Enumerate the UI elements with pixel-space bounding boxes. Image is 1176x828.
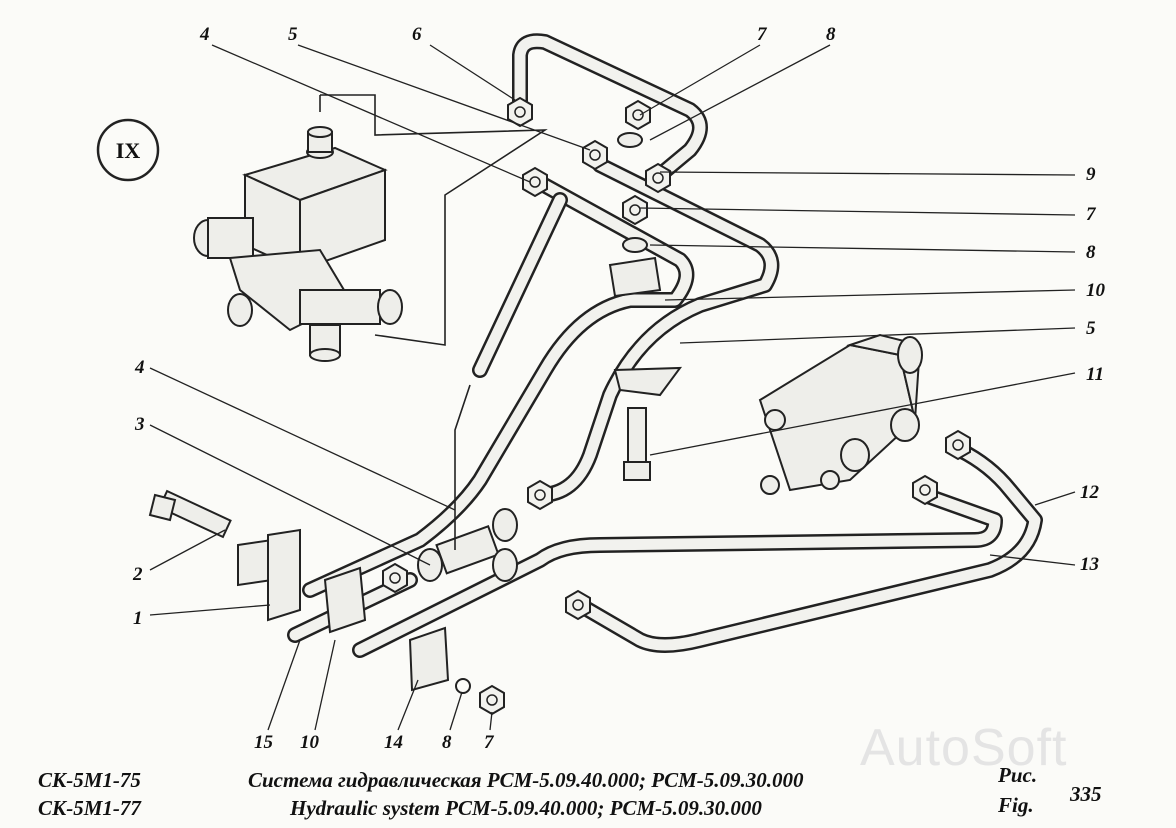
bolt-11	[623, 407, 651, 481]
model-code-1: СК-5М1-75	[38, 768, 141, 792]
bolt-2	[148, 489, 232, 539]
callout-4-top: 4	[199, 24, 210, 45]
callout-5-right: 5	[1086, 318, 1096, 339]
title-russian: Система гидравлическая РСМ-5.09.40.000; …	[248, 768, 804, 792]
callout-7-top: 7	[757, 24, 768, 45]
title-english: Hydraulic system РСМ-5.09.40.000; РСМ-5.…	[290, 796, 762, 820]
hydraulic-unit	[758, 333, 923, 495]
model-code-2: СК-5М1-77	[38, 796, 141, 820]
callout-15: 15	[254, 732, 274, 753]
callout-8-bottom: 8	[442, 732, 452, 753]
plate-1	[237, 528, 301, 622]
callout-2: 2	[132, 564, 143, 585]
figure-number: 335	[1070, 782, 1102, 806]
watermark: AutoSoft	[860, 719, 1068, 777]
clamps	[323, 132, 683, 692]
figure-label-ru: Рис.	[998, 763, 1038, 787]
callout-10-right: 10	[1086, 280, 1106, 301]
callout-7-right: 7	[1086, 204, 1097, 225]
valve-block	[193, 126, 403, 362]
callout-11: 11	[1086, 364, 1104, 385]
callout-13: 13	[1080, 554, 1099, 575]
callout-1: 1	[133, 608, 143, 629]
callout-5-top: 5	[288, 24, 298, 45]
callout-3: 3	[134, 414, 145, 435]
view-marker-label: IX	[116, 138, 141, 163]
callout-14: 14	[384, 732, 403, 753]
callout-7-bottom: 7	[484, 732, 495, 753]
callout-12: 12	[1080, 482, 1100, 503]
nuts	[382, 97, 971, 715]
callout-9: 9	[1086, 164, 1096, 185]
tee-fitting	[417, 508, 518, 582]
callout-6: 6	[412, 24, 422, 45]
callout-8-top: 8	[826, 24, 836, 45]
callout-4-left: 4	[134, 357, 145, 378]
callouts: 4 5 6 7 8 9 7 8 10 5 11 4 3 12 13 2 1 15…	[132, 24, 1106, 753]
leader-lines	[149, 44, 1076, 731]
callout-8-right: 8	[1086, 242, 1096, 263]
view-marker: IX	[96, 118, 160, 182]
callout-10-bottom: 10	[300, 732, 320, 753]
figure-label-en: Fig.	[998, 793, 1034, 817]
